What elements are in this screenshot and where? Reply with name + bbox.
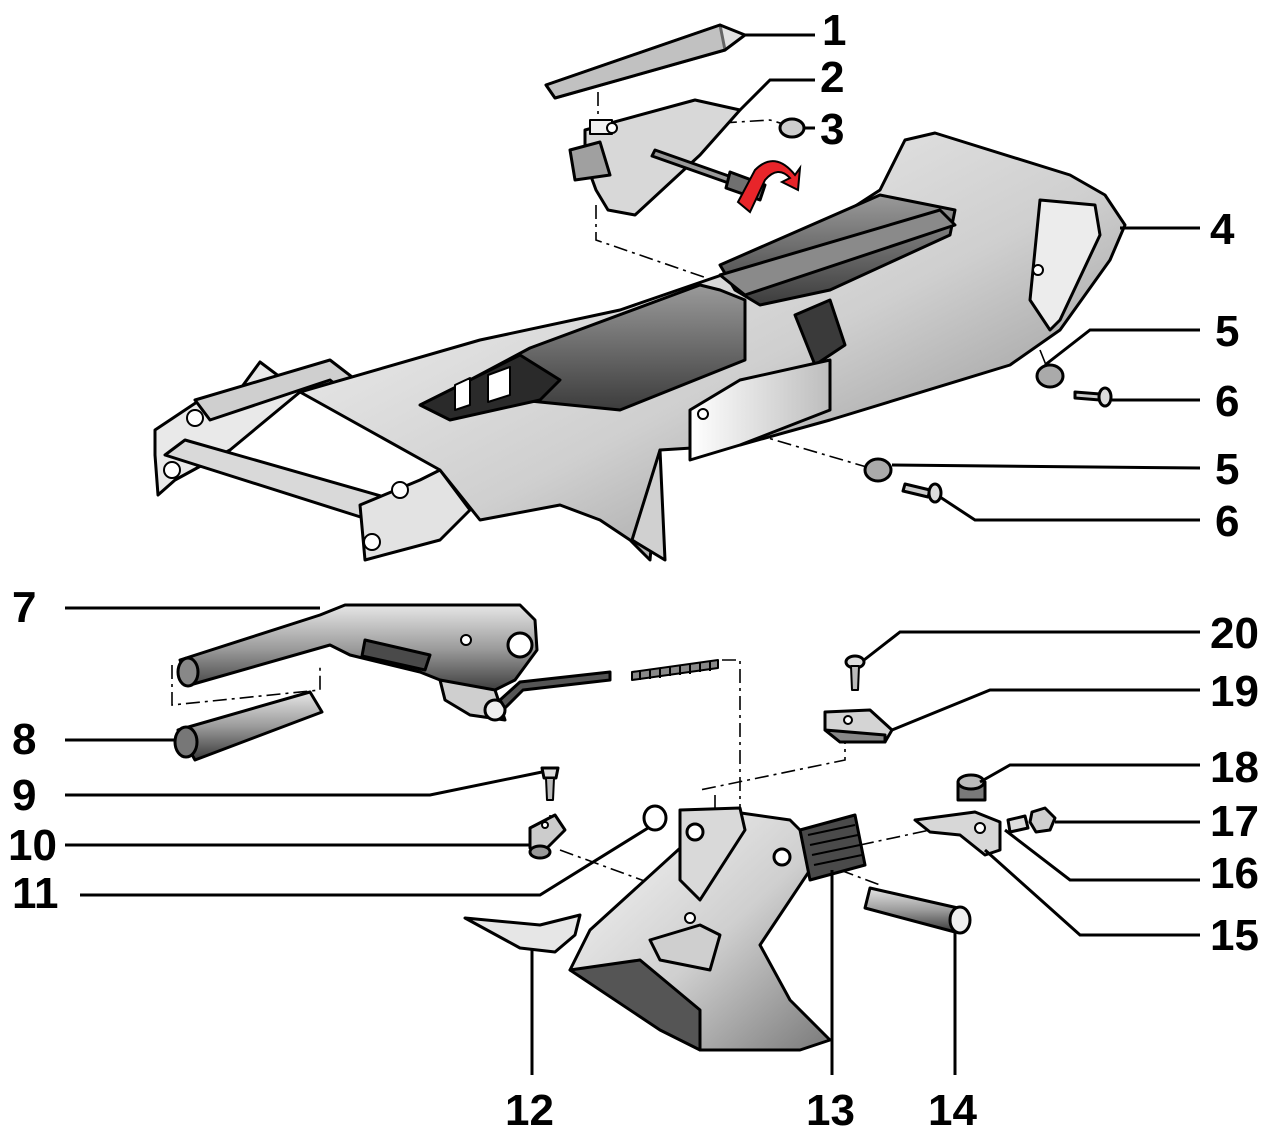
part-8-grip xyxy=(173,690,324,762)
callout-5-lower: 5 xyxy=(1215,445,1239,494)
callout-11: 11 xyxy=(12,869,59,918)
part-1-cover-strip xyxy=(544,23,747,100)
part-9-screw xyxy=(540,766,560,801)
callout-1: 1 xyxy=(822,6,846,55)
callout-15: 15 xyxy=(1210,911,1259,960)
callout-19: 19 xyxy=(1210,667,1259,716)
lever-base-bracket xyxy=(568,806,832,1052)
callout-20: 20 xyxy=(1210,609,1259,658)
callout-5-upper: 5 xyxy=(1215,307,1239,356)
callout-13: 13 xyxy=(806,1086,855,1135)
part-10-clip xyxy=(528,813,567,860)
part-3-plug xyxy=(778,117,806,139)
callout-12: 12 xyxy=(505,1086,554,1135)
part-12-plate xyxy=(463,913,582,954)
part-15-latch xyxy=(913,810,1002,857)
part-7-hand-brake-lever xyxy=(176,603,719,722)
part-16-pin xyxy=(1006,814,1030,834)
callout-16: 16 xyxy=(1210,849,1259,898)
callout-4: 4 xyxy=(1210,205,1235,254)
callout-17: 17 xyxy=(1210,797,1259,846)
part-18-cap xyxy=(956,773,987,802)
callout-9: 9 xyxy=(12,771,36,820)
part-14-pin xyxy=(863,886,972,935)
part-20-screw xyxy=(844,654,866,691)
part-13-spring xyxy=(798,813,867,882)
callout-2: 2 xyxy=(820,53,844,102)
part-5-6-lower xyxy=(863,457,943,504)
leader-lines xyxy=(65,33,1201,1075)
callout-6-upper: 6 xyxy=(1215,377,1239,426)
callout-6-lower: 6 xyxy=(1215,497,1239,546)
rotation-arrow-icon xyxy=(736,160,802,214)
callout-3: 3 xyxy=(820,105,844,154)
shaft-with-rotation xyxy=(650,148,802,214)
part-11-ring xyxy=(642,804,668,832)
part-19-block xyxy=(823,708,894,744)
callout-18: 18 xyxy=(1210,743,1259,792)
callout-7: 7 xyxy=(12,583,36,632)
callout-14: 14 xyxy=(928,1086,977,1135)
callout-8: 8 xyxy=(12,715,36,764)
part-5-6-upper xyxy=(1035,363,1113,408)
callout-labels: 1 2 3 4 5 6 5 6 7 8 9 10 11 12 13 14 15 … xyxy=(8,6,1259,1135)
console-body xyxy=(153,131,1127,562)
part-17-nut xyxy=(1028,806,1057,834)
callout-10: 10 xyxy=(8,821,57,870)
